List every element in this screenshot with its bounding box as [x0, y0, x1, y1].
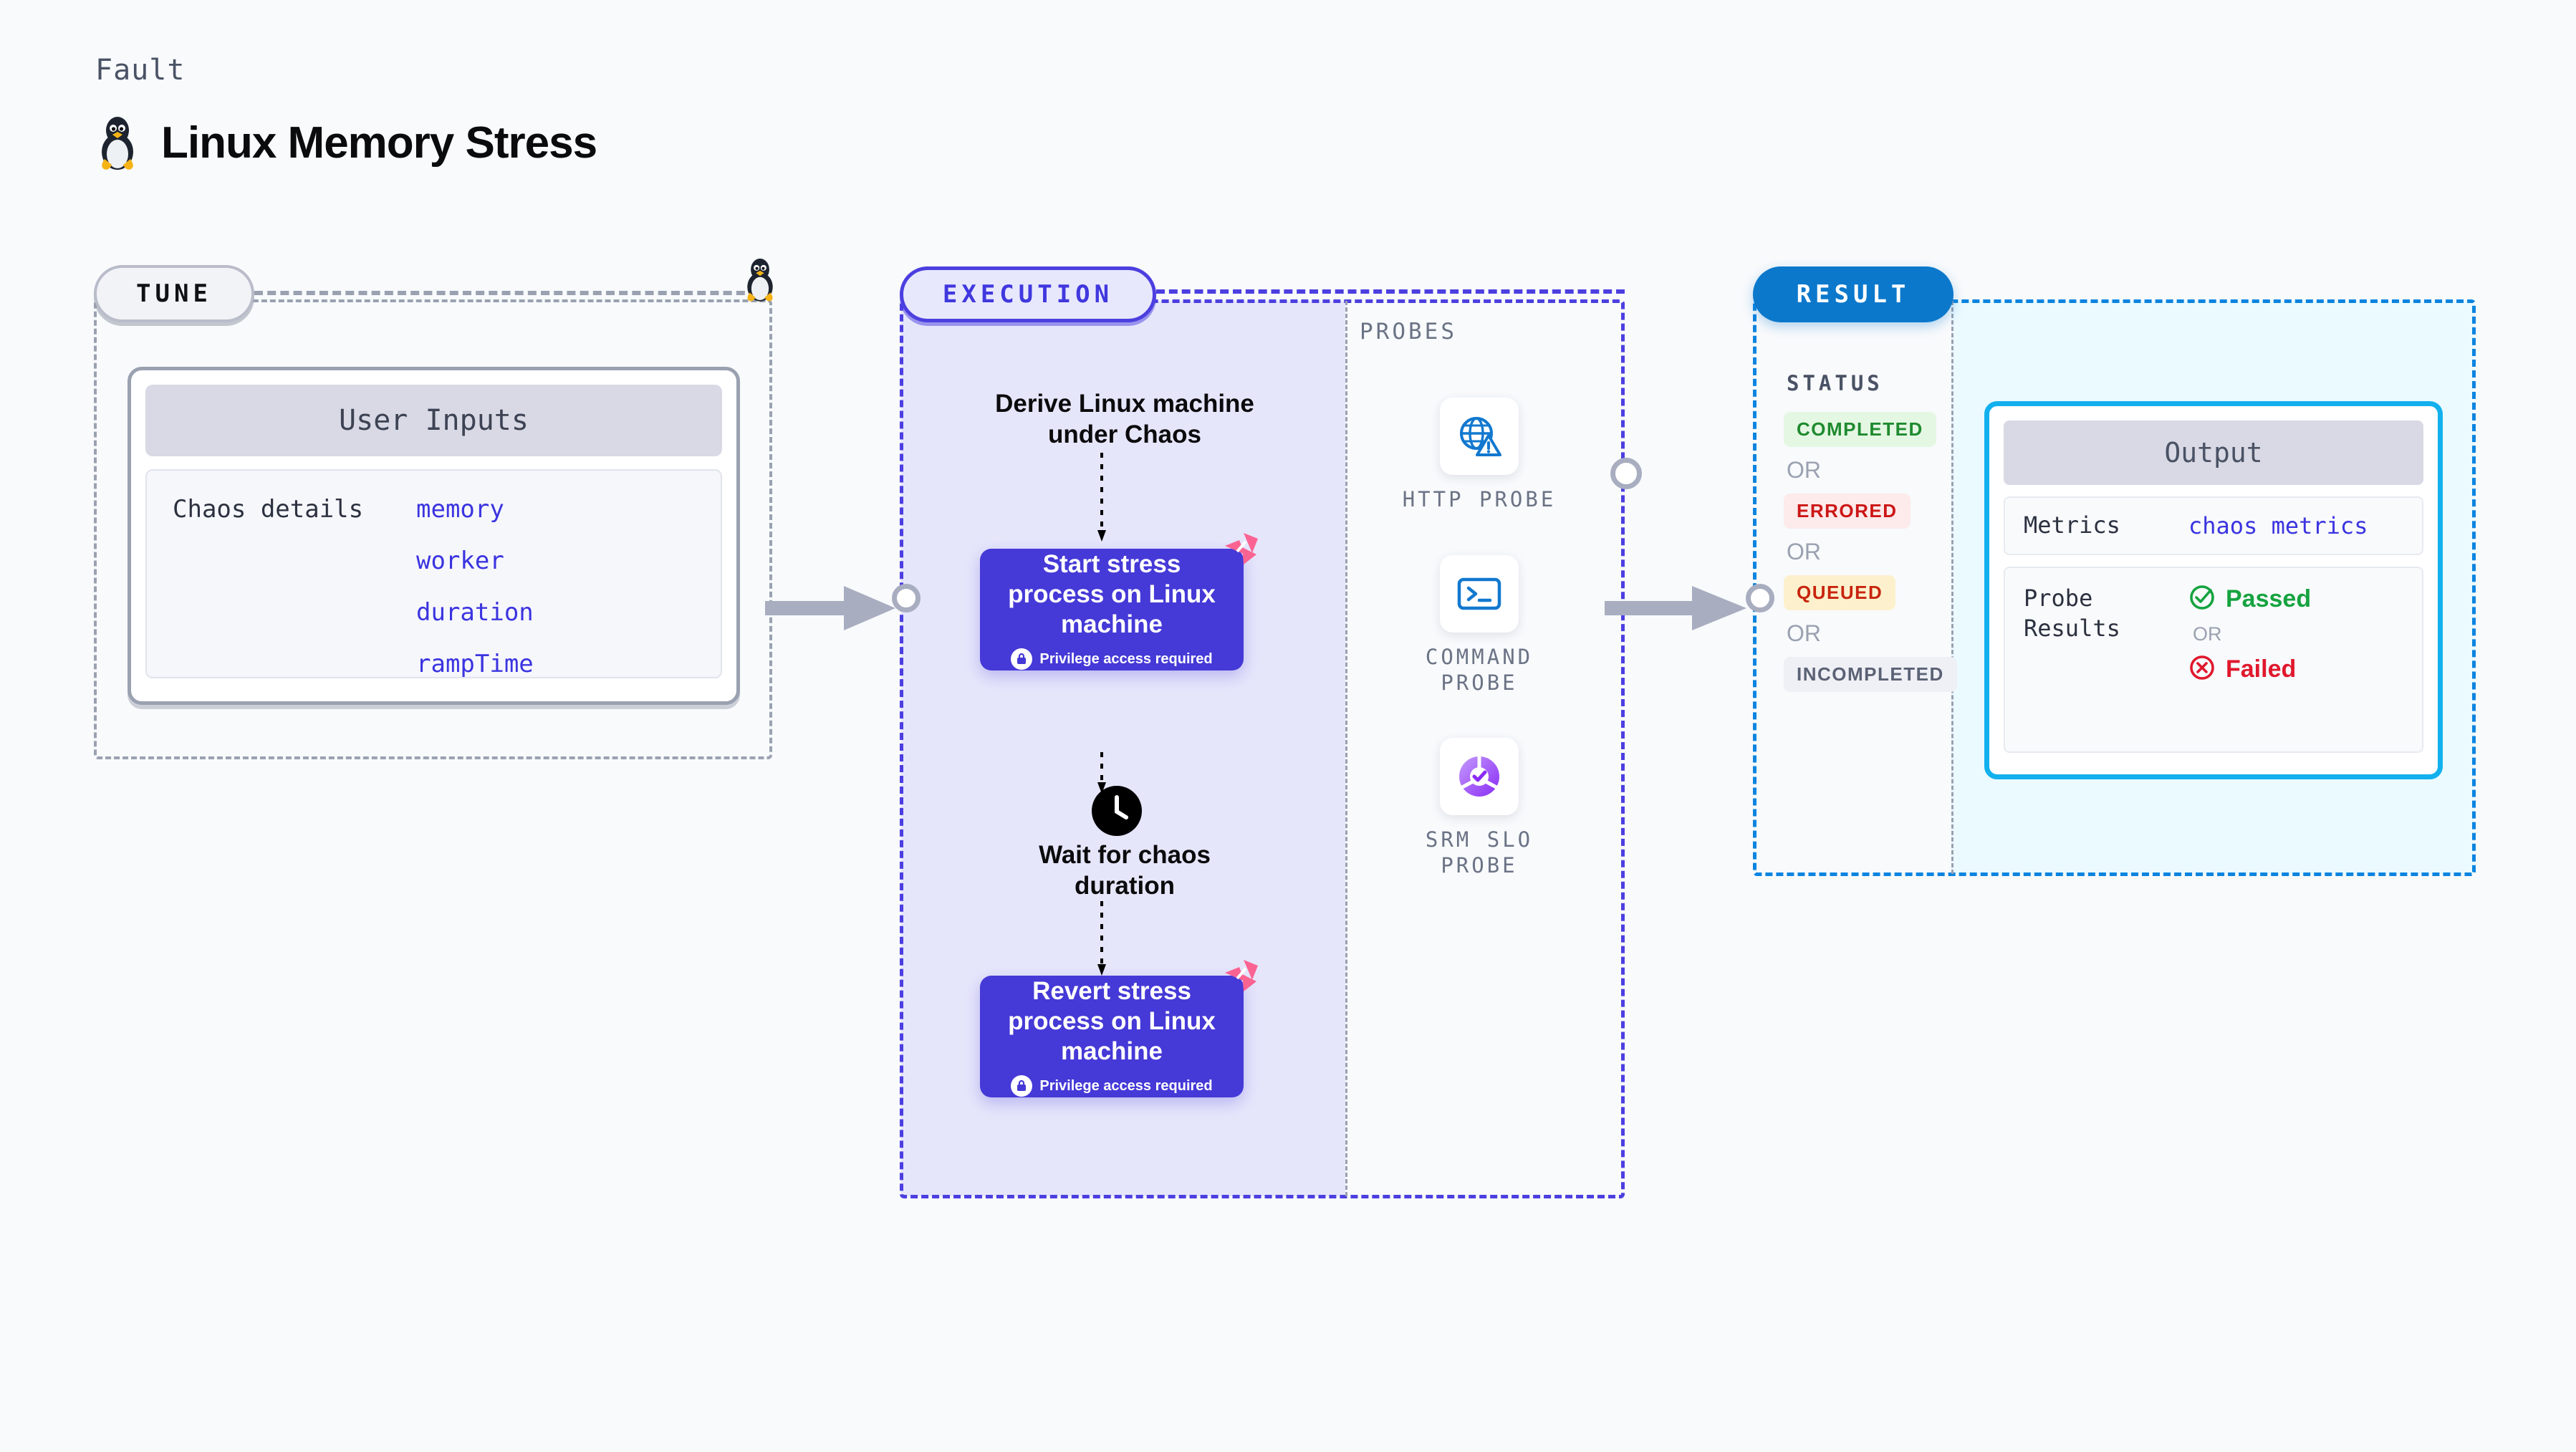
output-probe-values: Passed OR Failed	[2188, 584, 2311, 685]
probes-connector-dot	[1610, 458, 1642, 489]
output-card: Output Metrics chaos metrics Probe Resul…	[1984, 401, 2443, 779]
step-revert-stress-label: Revert stress process on Linux machine	[1008, 977, 1216, 1065]
terminal-prompt-icon	[1440, 555, 1519, 633]
input-value-memory[interactable]: memory	[416, 495, 504, 524]
probe-failed-label: Failed	[2226, 655, 2297, 683]
status-badge-completed: COMPLETED	[1784, 412, 1936, 447]
privilege-note: Privilege access required	[1011, 1075, 1213, 1097]
status-badge-incompleted: INCOMPLETED	[1784, 657, 1957, 692]
tune-panel	[94, 299, 772, 759]
step-derive-label: Derive Linux machine under Chaos	[995, 390, 1254, 448]
privilege-note: Privilege access required	[1011, 648, 1213, 670]
probe-or-label: OR	[2193, 623, 2222, 645]
linux-tux-icon	[742, 256, 778, 306]
probe-result-passed: Passed	[2188, 584, 2311, 615]
linux-tux-icon	[95, 115, 140, 170]
probe-item-srm-slo[interactable]: SRM SLO PROBE	[1390, 738, 1569, 879]
step-start-stress-box[interactable]: Start stress process on Linux machine Pr…	[980, 533, 1258, 670]
clock-icon	[1092, 786, 1142, 836]
execution-dashed-top	[1156, 289, 1625, 294]
step-start-stress-label: Start stress process on Linux machine	[1008, 550, 1216, 638]
slo-check-icon	[1440, 738, 1519, 815]
result-divider	[1951, 301, 1953, 874]
user-inputs-card: User Inputs Chaos details memory worker …	[128, 367, 740, 705]
stage-arrow-execution-to-result	[1605, 582, 1749, 638]
input-value-ramptime[interactable]: rampTime	[416, 650, 534, 678]
probe-label-srm-slo: SRM SLO PROBE	[1425, 827, 1534, 878]
chaos-details-row: Chaos details memory worker duration ram…	[145, 469, 722, 678]
input-value-worker[interactable]: worker	[416, 547, 504, 575]
flow-arrow-down	[1096, 752, 1107, 799]
harness-logo-icon	[1222, 530, 1259, 571]
status-section-label: STATUS	[1787, 371, 1883, 395]
probe-result-failed: Failed	[2188, 654, 2311, 685]
probes-divider	[1345, 301, 1347, 1196]
probe-item-http[interactable]: HTTP PROBE	[1390, 398, 1569, 512]
probe-passed-label: Passed	[2226, 585, 2312, 612]
output-metrics-key: Metrics	[2024, 511, 2120, 539]
privilege-note-text: Privilege access required	[1039, 1077, 1213, 1094]
status-badge-errored: ERRORED	[1784, 494, 1911, 529]
chaos-details-values: memory worker duration rampTime	[416, 495, 534, 678]
output-probe-key: Probe Results	[2024, 585, 2120, 642]
input-value-duration[interactable]: duration	[416, 598, 534, 627]
flow-arrow-down	[1096, 453, 1107, 547]
output-metrics-value[interactable]: chaos metrics	[2188, 512, 2368, 539]
probe-label-http: HTTP PROBE	[1402, 487, 1557, 511]
connector-dot	[1746, 584, 1774, 612]
stage-arrow-tune-to-execution	[765, 582, 898, 638]
page-eyebrow: Fault	[95, 54, 186, 87]
status-or-label: OR	[1787, 539, 1821, 564]
chaos-details-label: Chaos details	[173, 495, 364, 524]
status-or-label: OR	[1787, 620, 1821, 646]
probe-item-command[interactable]: COMMAND PROBE	[1390, 555, 1569, 696]
output-heading: Output	[2004, 420, 2423, 485]
page-title: Linux Memory Stress	[161, 117, 597, 168]
probe-label-command: COMMAND PROBE	[1425, 645, 1534, 696]
status-or-label: OR	[1787, 457, 1821, 483]
status-badge-list: COMPLETED OR ERRORED OR QUEUED OR INCOMP…	[1784, 412, 1957, 692]
globe-warning-icon	[1440, 398, 1519, 475]
page-title-row: Linux Memory Stress	[95, 115, 597, 170]
connector-dot	[892, 584, 921, 612]
harness-logo-icon	[1222, 957, 1259, 998]
lock-icon	[1011, 648, 1033, 670]
execution-pill-label[interactable]: EXECUTION	[900, 266, 1156, 322]
step-wait-label: Wait for chaos duration	[1039, 841, 1211, 900]
step-revert-stress-box[interactable]: Revert stress process on Linux machine P…	[980, 960, 1258, 1097]
check-circle-icon	[2188, 584, 2216, 615]
user-inputs-heading: User Inputs	[145, 385, 722, 456]
lock-icon	[1011, 1075, 1033, 1097]
flow-arrow-down	[1096, 901, 1107, 981]
probes-section-label: PROBES	[1360, 319, 1457, 345]
status-badge-queued: QUEUED	[1784, 575, 1896, 610]
privilege-note-text: Privilege access required	[1039, 650, 1213, 667]
result-pill-label[interactable]: RESULT	[1753, 266, 1953, 322]
tune-pill-label[interactable]: TUNE	[94, 265, 254, 322]
x-circle-icon	[2188, 654, 2216, 685]
tune-dashed-connector	[254, 291, 758, 295]
output-probe-results-row: Probe Results Passed OR	[2004, 567, 2423, 753]
output-metrics-row: Metrics chaos metrics	[2004, 496, 2423, 555]
execution-panel	[900, 299, 1625, 1198]
